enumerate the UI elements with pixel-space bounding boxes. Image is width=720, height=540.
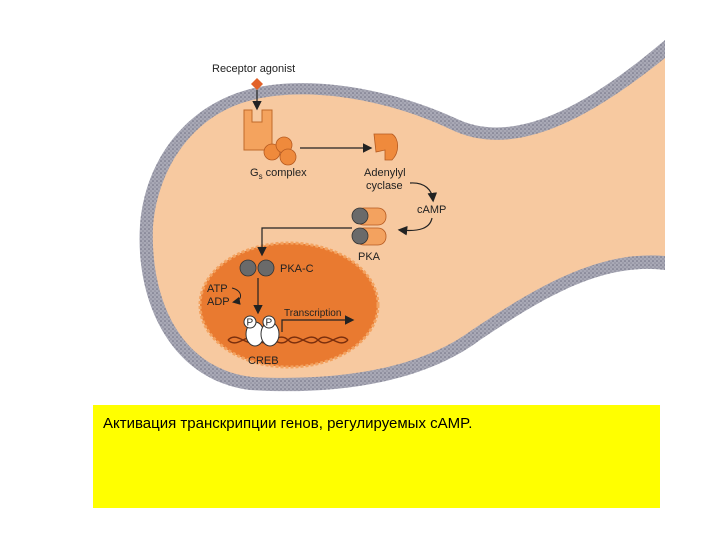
phosphate-1: P xyxy=(243,315,257,329)
caption-box: Активация транскрипции генов, регулируем… xyxy=(93,405,660,508)
phosphate-2: P xyxy=(262,315,276,329)
svg-text:P: P xyxy=(266,318,273,329)
camp-to-pka-arrow xyxy=(397,217,433,236)
transcription-label: Transcription xyxy=(284,308,341,319)
camp-label: cAMP xyxy=(417,204,446,216)
receptor-agonist-label: Receptor agonist xyxy=(212,63,295,75)
pka-to-nucleus-arrow xyxy=(257,227,352,257)
pka-label: PKA xyxy=(358,251,381,263)
pka-c-label: PKA-C xyxy=(280,263,314,275)
receptor xyxy=(243,109,273,151)
creb-label: CREB xyxy=(248,355,279,367)
adenylyl-cyclase xyxy=(373,133,399,161)
transcription-arrow xyxy=(281,315,355,332)
atp-adp-arrow xyxy=(231,287,241,305)
svg-text:P: P xyxy=(247,318,254,329)
gs-complex-label: Gs complex xyxy=(250,167,307,181)
pka-c-subunits xyxy=(239,259,275,277)
gs-complex xyxy=(263,136,297,166)
pka-holoenzyme xyxy=(351,207,387,246)
cyclase-to-camp-arrow xyxy=(409,182,438,203)
adp-label: ADP xyxy=(207,296,230,308)
agonist-molecule xyxy=(251,78,263,90)
adenylyl-cyclase-label-1: Adenylyl xyxy=(364,167,406,179)
atp-label: ATP xyxy=(207,283,228,295)
caption-text: Активация транскрипции генов, регулируем… xyxy=(103,415,473,432)
adenylyl-cyclase-label-2: cyclase xyxy=(366,180,403,192)
